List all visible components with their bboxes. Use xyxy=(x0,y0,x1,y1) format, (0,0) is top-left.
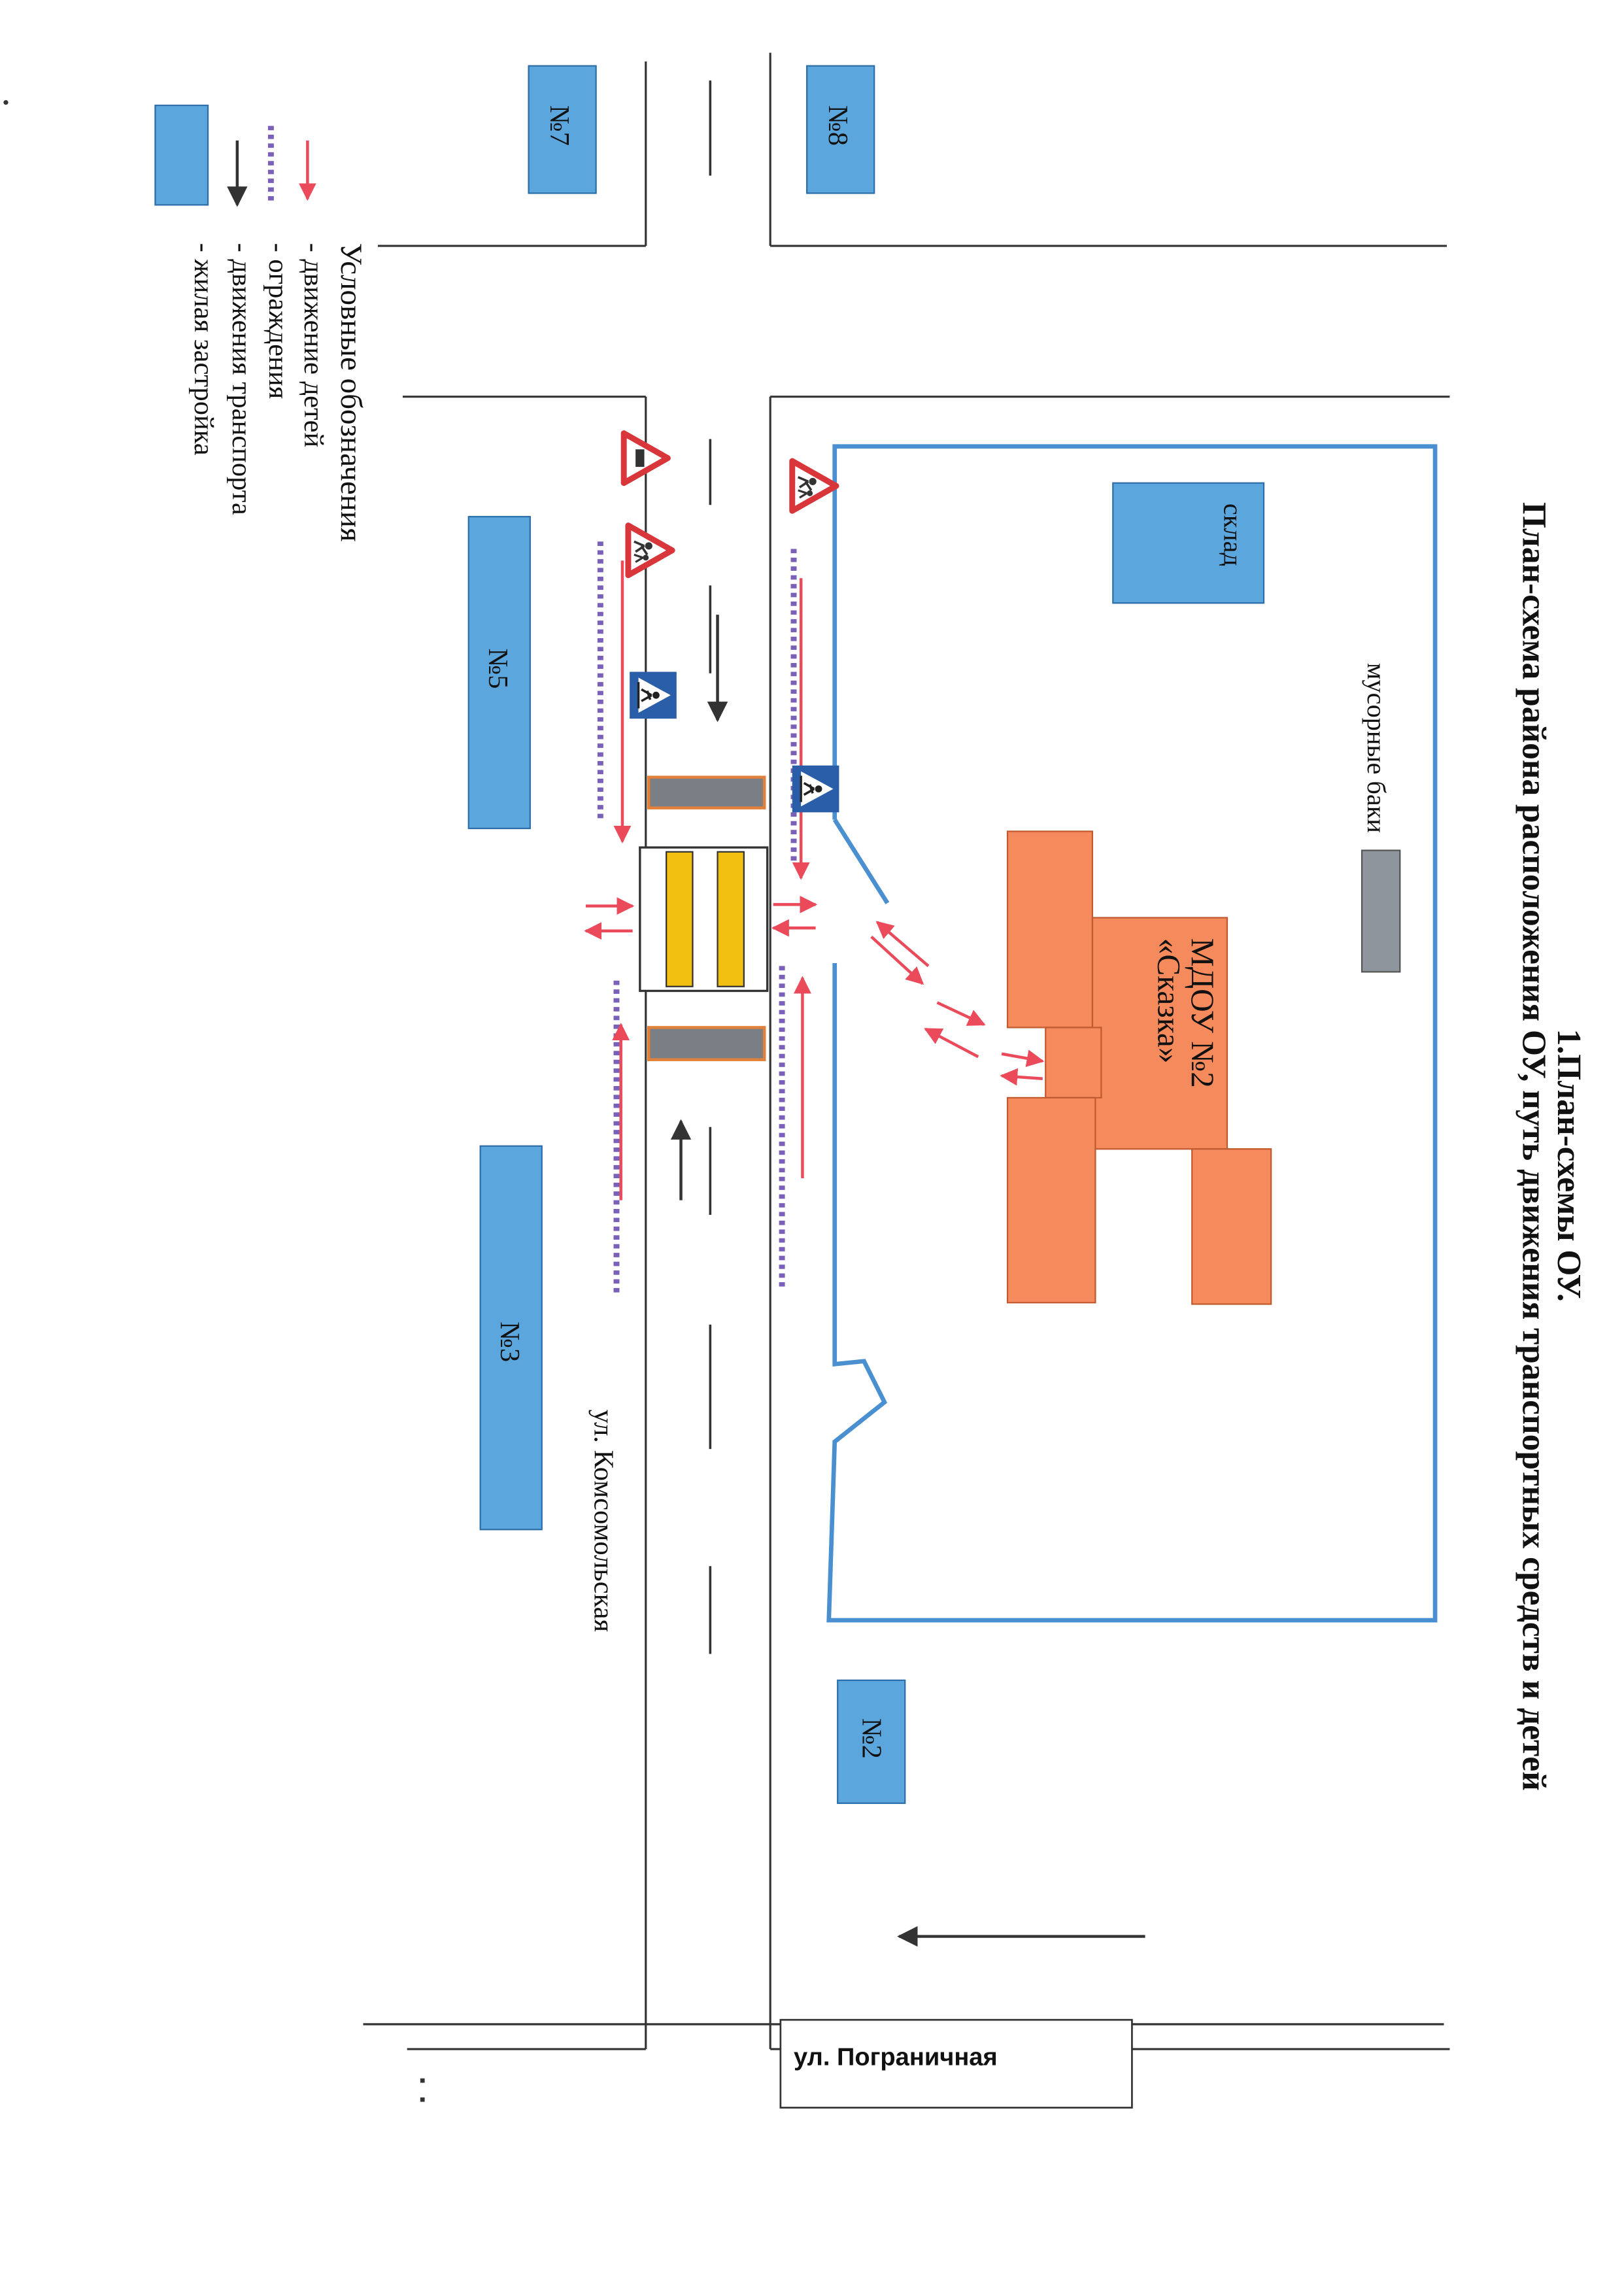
children-movement-arrows xyxy=(584,560,1045,1200)
legend-heading: Условные обозначения xyxy=(334,243,368,542)
children-sign-icon xyxy=(628,526,672,575)
vehicle-movement-arrows xyxy=(670,615,1145,1947)
children-sign-icon xyxy=(792,461,836,511)
house-2 xyxy=(837,1679,906,1804)
warning-sign-icon xyxy=(620,430,671,486)
kindergarten-territory-border xyxy=(826,444,1438,1623)
street-sign-pogranichnaya xyxy=(779,2018,1133,2109)
fences xyxy=(597,541,797,1296)
bins-label: мусорные баки xyxy=(1362,663,1391,833)
legend-residential-swatch xyxy=(154,105,209,206)
scan-specks xyxy=(3,100,425,2102)
house-3-label: №3 xyxy=(494,1321,525,1362)
street-label-pogranichnaya: ул. Пограничная xyxy=(794,2044,998,2071)
house-8-label: №8 xyxy=(822,105,853,146)
house-3 xyxy=(479,1145,543,1531)
crossing-sign-icon xyxy=(628,670,678,720)
legend-item-fence: - ограждения xyxy=(263,243,294,400)
kindergarten-label-line2: «Сказка» xyxy=(1151,938,1187,1064)
legend-item-vehicles: - движения транспорта xyxy=(226,243,257,515)
buildings xyxy=(467,65,1401,1804)
page-subtitle: План-схема района расположения ОУ, путь … xyxy=(1515,502,1552,1791)
warehouse-building xyxy=(1112,482,1265,604)
pedestrian-crossing xyxy=(639,775,769,1061)
legend: Условные обозначения - движение детей - … xyxy=(154,105,368,542)
legend-item-children: - движение детей xyxy=(298,243,329,448)
house-5-label: №5 xyxy=(482,649,513,689)
house-7-label: №7 xyxy=(544,105,575,146)
kindergarten-label-line1: МДОУ №2 xyxy=(1185,938,1221,1088)
house-5 xyxy=(467,516,531,830)
legend-item-residential: - жилая застройка xyxy=(188,243,219,456)
page-title: 1.План-схемы ОУ. xyxy=(1550,1029,1587,1302)
crossing-sign-icon xyxy=(790,764,841,814)
house-8 xyxy=(806,65,875,194)
roads xyxy=(363,52,1450,2050)
house-2-label: №2 xyxy=(856,1718,887,1759)
kindergarten-building xyxy=(1006,830,1272,1305)
house-7 xyxy=(528,65,597,194)
street-label-komsomolskaya: ул. Комсомольская xyxy=(588,1410,618,1632)
garbage-bins xyxy=(1361,849,1401,973)
road-signs xyxy=(620,430,841,814)
warehouse-label: склад xyxy=(1219,503,1248,566)
